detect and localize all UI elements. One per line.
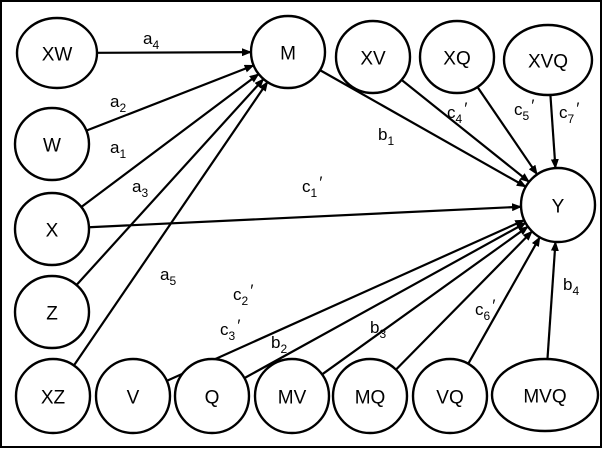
arrow-icon: [400, 79, 530, 183]
node-ellipse: [94, 357, 172, 435]
edge-label-c1-prime: c1′: [302, 173, 322, 200]
arrow-icon: [395, 230, 533, 371]
arrow-icon: [243, 221, 527, 380]
arrow-icon: [80, 73, 260, 208]
arrow-icon: [85, 64, 255, 132]
node-ellipse: [13, 191, 91, 267]
node-xw: XW: [15, 16, 99, 90]
node-ellipse: [502, 23, 594, 97]
edge-label-c3-prime: c3′: [220, 316, 240, 343]
node-xv: XV: [334, 19, 412, 95]
node-mv: MV: [253, 357, 331, 435]
edge-label-c4-prime: c4′: [447, 99, 467, 126]
node-label: XQ: [443, 49, 470, 70]
edge-mq-to-y: [395, 230, 533, 371]
node-w: W: [13, 106, 91, 182]
edge-m-to-y: [319, 69, 527, 188]
edge-label-a4: a4: [143, 29, 159, 52]
node-label: Y: [552, 197, 565, 218]
node-ellipse: [490, 357, 600, 433]
node-label: V: [127, 388, 140, 409]
node-label: MV: [278, 388, 307, 409]
edge-x-to-m: [80, 73, 260, 208]
edge-label-c7-prime: c7′: [559, 99, 579, 126]
node-m: M: [249, 14, 327, 90]
edge-mv-to-y: [321, 225, 529, 376]
arrow-icon: [75, 78, 265, 286]
arrow-icon: [96, 48, 253, 57]
node-ellipse: [253, 357, 331, 435]
node-label: XV: [360, 49, 386, 70]
node-label: Z: [46, 304, 58, 325]
edge-label-a2: a2: [110, 92, 126, 115]
node-v: V: [94, 357, 172, 435]
node-ellipse: [13, 274, 91, 350]
node-z: Z: [13, 274, 91, 350]
arrow-icon: [88, 203, 523, 229]
node-mq: MQ: [331, 357, 409, 435]
node-ellipse: [249, 14, 327, 90]
node-label: W: [43, 136, 61, 157]
node-ellipse: [15, 16, 99, 90]
arrow-icon: [476, 86, 539, 176]
edge-labels-layer: a4 a2 a1 a3 a5 b1 c4′ c5′ c7′ c1′ c2′ c3′ b2 b3 c6′ b4: [110, 29, 579, 356]
edge-z-to-m: [75, 78, 265, 286]
arrow-icon: [319, 69, 527, 188]
edge-xw-to-m: [96, 48, 253, 57]
edge-label-c5-prime: c5′: [514, 96, 534, 123]
node-ellipse: [418, 19, 496, 95]
edge-q-to-y: [243, 221, 527, 380]
node-ellipse: [173, 357, 251, 435]
edge-label-b2: b2: [271, 333, 287, 356]
node-x: X: [13, 191, 91, 267]
arrow-icon: [166, 219, 526, 382]
edge-label-a5: a5: [160, 265, 176, 288]
edge-label-c2-prime: c2′: [233, 281, 253, 308]
node-y: Y: [519, 166, 597, 244]
node-label: XZ: [41, 388, 66, 409]
node-xz: XZ: [14, 357, 92, 435]
node-ellipse: [13, 106, 91, 182]
arrow-icon: [321, 225, 529, 376]
node-ellipse: [334, 19, 412, 95]
node-q: Q: [173, 357, 251, 435]
edge-vq-to-y: [467, 236, 541, 365]
node-ellipse: [331, 357, 409, 435]
node-mvq: MVQ: [490, 357, 600, 433]
node-xq: XQ: [418, 19, 496, 95]
edge-mvq-to-y: [546, 240, 559, 360]
edge-label-c6-prime: c6′: [475, 296, 495, 323]
node-label: MVQ: [523, 387, 566, 408]
node-ellipse: [411, 357, 489, 435]
node-vq: VQ: [411, 357, 489, 435]
edge-xv-to-y: [400, 79, 530, 183]
arrow-icon: [467, 236, 541, 365]
node-label: XVQ: [528, 52, 568, 73]
edges-layer: [72, 48, 559, 382]
node-label: M: [280, 44, 296, 65]
edge-xvq-to-y: [549, 94, 559, 170]
edge-w-to-m: [85, 64, 255, 132]
edge-v-to-y: [166, 219, 526, 382]
edge-label-b4: b4: [563, 275, 579, 298]
edge-label-a3: a3: [132, 177, 148, 200]
node-xvq: XVQ: [502, 23, 594, 97]
edge-xq-to-y: [476, 86, 539, 176]
node-ellipse: [519, 166, 597, 244]
arrow-icon: [546, 240, 559, 360]
node-label: VQ: [436, 388, 463, 409]
edge-label-a1: a1: [110, 138, 126, 161]
arrow-icon: [549, 94, 559, 170]
node-label: Q: [205, 388, 220, 409]
edge-label-b1: b1: [378, 125, 394, 148]
edge-label-b3: b3: [370, 318, 386, 341]
edge-x-to-y: [88, 203, 523, 229]
node-label: XW: [42, 45, 73, 66]
node-label: MQ: [355, 388, 386, 409]
node-ellipse: [14, 357, 92, 435]
node-label: X: [46, 221, 59, 242]
